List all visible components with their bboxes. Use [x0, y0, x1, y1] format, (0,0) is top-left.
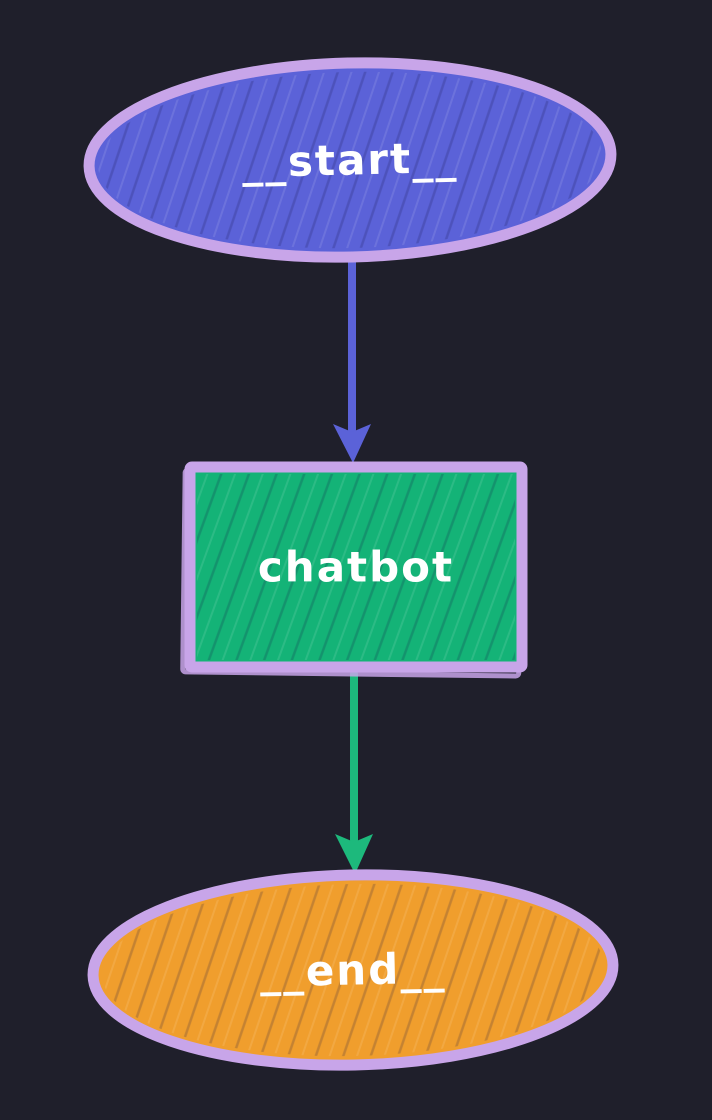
edge-start-to-chatbot [333, 258, 371, 463]
node-end: __end__ [87, 869, 619, 1071]
node-start: __start__ [83, 57, 617, 263]
edge-start-to-chatbot-arrowhead-icon [333, 424, 371, 463]
node-chatbot-label: chatbot [258, 543, 454, 592]
node-start-label: __start__ [241, 133, 458, 187]
node-end-label: __end__ [259, 944, 446, 997]
edge-chatbot-to-end [335, 670, 373, 874]
edge-chatbot-to-end-arrowhead-icon [335, 834, 373, 874]
node-chatbot: chatbot [180, 461, 528, 679]
